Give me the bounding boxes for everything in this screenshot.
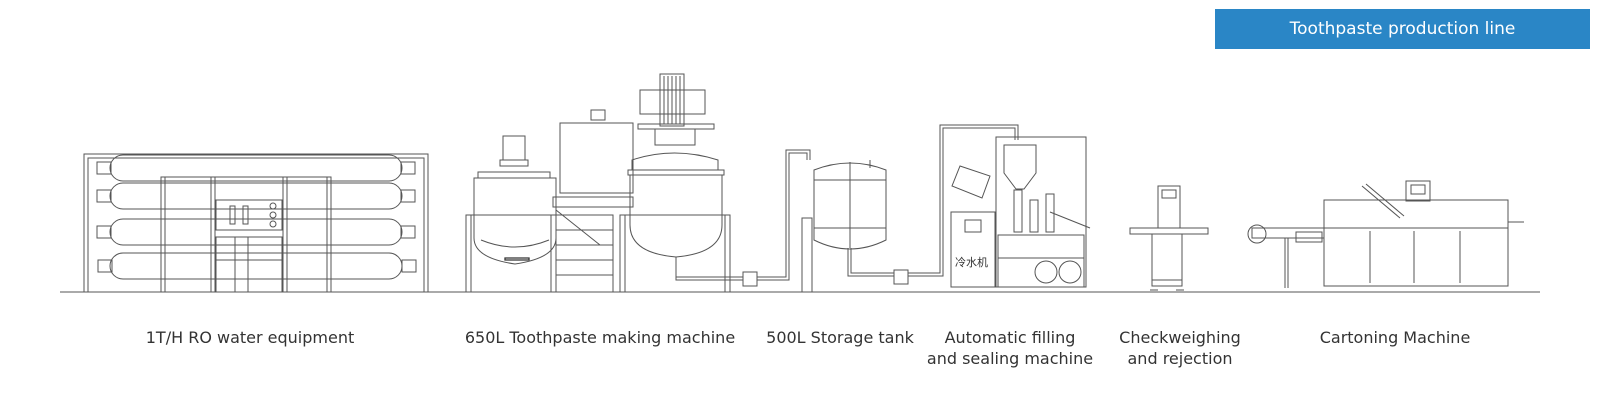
label-filling-sealing-machine: Automatic filling and sealing machine: [920, 327, 1100, 369]
filling-sealing-drawing: 冷水机: [951, 137, 1090, 287]
label-line: 1T/H RO water equipment: [145, 328, 355, 347]
storage-tank-drawing: [814, 125, 1018, 284]
making-machine-drawing: [466, 74, 730, 292]
production-line-title: Toothpaste production line: [1215, 9, 1590, 49]
label-cartoning-machine: Cartoning Machine: [1300, 327, 1490, 348]
transfer-piping: [676, 150, 812, 292]
label-line: Cartoning Machine: [1319, 328, 1471, 347]
label-checkweighing: Checkweighing and rejection: [1105, 327, 1255, 369]
cartoning-machine-drawing: [1248, 181, 1524, 288]
ro-water-equipment-drawing: [84, 154, 428, 292]
label-line: Checkweighing: [1119, 328, 1241, 347]
label-line: and rejection: [1127, 349, 1233, 368]
label-line: 650L Toothpaste making machine: [464, 328, 736, 347]
label-line: and sealing machine: [926, 349, 1094, 368]
label-line: Automatic filling: [944, 328, 1076, 347]
label-line: 500L Storage tank: [766, 328, 914, 347]
label-storage-tank: 500L Storage tank: [760, 327, 920, 348]
label-ro-water-equipment: 1T/H RO water equipment: [130, 327, 370, 348]
checkweigher-drawing: [1130, 186, 1208, 290]
chiller-label: 冷水机: [955, 255, 988, 269]
label-toothpaste-making-machine: 650L Toothpaste making machine: [460, 327, 740, 348]
